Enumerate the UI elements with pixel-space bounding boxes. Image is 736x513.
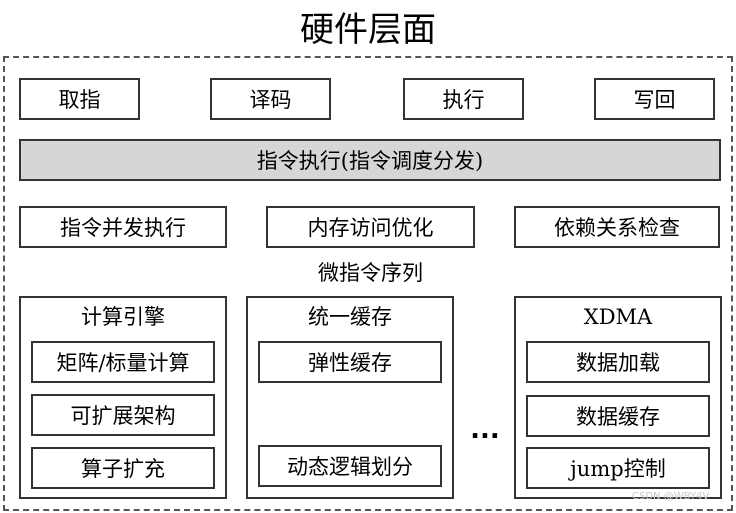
xdma-title: XDMA	[583, 305, 653, 329]
stage-writeback: 写回	[594, 78, 715, 120]
ellipsis: ...	[470, 415, 500, 445]
cache-item-dynamic-partition: 动态逻辑划分	[258, 445, 442, 487]
feature-dependency-check: 依赖关系检查	[514, 206, 720, 248]
xdma-item-jump-control: jump控制	[526, 447, 710, 489]
compute-item-scalable-architecture: 可扩展架构	[31, 394, 215, 436]
diagram-title: 硬件层面	[300, 10, 436, 50]
watermark: CSDN @WBY4V	[632, 491, 710, 502]
feature-concurrent-execution: 指令并发执行	[19, 206, 227, 248]
compute-item-matrix-scalar: 矩阵/标量计算	[31, 341, 215, 383]
compute-engine-title: 计算引擎	[81, 305, 165, 329]
compute-item-operator-extension: 算子扩充	[31, 447, 215, 489]
microcode-label: 微指令序列	[318, 261, 423, 285]
stage-execute: 执行	[403, 78, 524, 120]
unified-cache-title: 统一缓存	[308, 305, 392, 329]
xdma-item-data-cache: 数据缓存	[526, 395, 710, 437]
stage-decode: 译码	[210, 78, 331, 120]
xdma-item-data-load: 数据加载	[526, 341, 710, 383]
hardware-layer-frame	[3, 56, 733, 511]
feature-memory-access-optimization: 内存访问优化	[266, 206, 475, 248]
dispatch-bar: 指令执行(指令调度分发)	[19, 139, 721, 181]
stage-fetch: 取指	[19, 78, 140, 120]
cache-item-elastic: 弹性缓存	[258, 341, 442, 383]
